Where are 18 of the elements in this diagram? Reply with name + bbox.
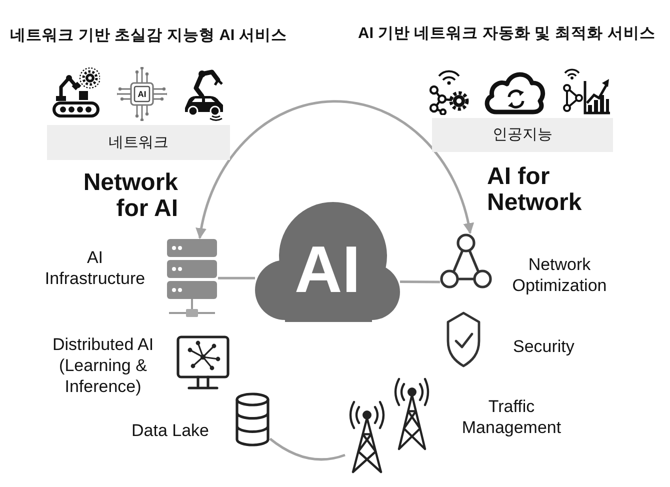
connector-line bbox=[400, 280, 440, 284]
category-banner: 인공지능 bbox=[432, 118, 613, 152]
chip-label: AI bbox=[138, 88, 146, 100]
connector-line bbox=[218, 276, 255, 280]
feature-label: Distributed AI (Learning & Inference) bbox=[51, 334, 155, 397]
feature-label: AI Infrastructure bbox=[44, 247, 146, 289]
section-heading: 네트워크 기반 초실감 지능형 AI 서비스 bbox=[10, 26, 288, 45]
curved-arrow bbox=[196, 100, 474, 240]
cloud-label: AI bbox=[294, 236, 360, 302]
curved-connector-line bbox=[269, 438, 346, 461]
section-title: AI for Network bbox=[487, 164, 583, 216]
feature-label: Traffic Management bbox=[460, 396, 562, 438]
feature-label: Security bbox=[513, 336, 576, 357]
section-title: Network for AI bbox=[82, 170, 178, 222]
section-heading: AI 기반 네트워크 자동화 및 최적화 서비스 bbox=[358, 24, 656, 43]
feature-label: Data Lake bbox=[130, 420, 209, 441]
feature-label: Network Optimization bbox=[511, 254, 608, 296]
category-banner: 네트워크 bbox=[47, 125, 230, 160]
